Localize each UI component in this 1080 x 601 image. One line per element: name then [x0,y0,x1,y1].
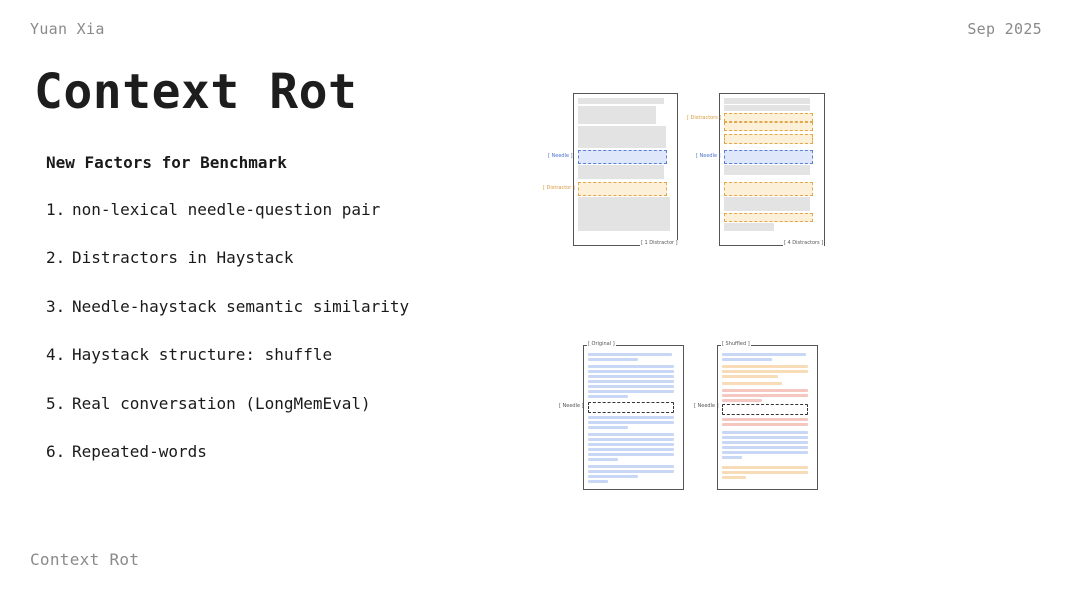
factor-list: 1. non-lexical needle-question pair 2. Dis… [46,200,409,490]
item-number: 3. [46,296,66,316]
list-item: 1. non-lexical needle-question pair [46,200,409,248]
needle-tag: [ Needle ] [694,403,719,409]
item-text: Distractors in Haystack [72,248,294,268]
distractor-block [724,134,813,144]
needle-tag: [ Needle ] [696,153,721,159]
distractor-block [724,122,813,131]
list-item: 6. Repeated-words [46,442,409,490]
shuffled-haystack-page [717,345,818,490]
item-text: Real conversation (LongMemEval) [72,393,371,413]
needle-tag: [ Needle ] [548,153,573,159]
item-number: 2. [46,248,66,268]
section-subtitle: New Factors for Benchmark [46,153,287,172]
list-item: 3. Needle-haystack semantic similarity [46,297,409,345]
figure-caption: [ Shuffled ] [721,341,751,347]
needle-tag: [ Needle ] [559,403,584,409]
figure-caption: [ 4 Distractors ] [783,240,825,246]
haystack-page-four-distractors [719,93,825,246]
distractor-block [724,182,813,196]
item-number: 5. [46,393,66,413]
slide-title: Context Rot [34,64,358,120]
needle-block [588,402,674,413]
distractor-tag: [ Distractor ] [543,185,575,191]
item-text: Repeated-words [72,441,207,461]
figure-caption: [ Original ] [587,341,616,347]
item-number: 1. [46,200,66,219]
needle-block [578,150,667,164]
item-text: Needle-haystack semantic similarity [72,296,410,316]
list-item: 4. Haystack structure: shuffle [46,345,409,393]
distractor-block [724,213,813,222]
slide-footer: Context Rot [30,550,140,569]
author-name: Yuan Xia [30,20,105,38]
item-number: 6. [46,441,66,461]
item-number: 4. [46,345,66,365]
distractor-block [578,182,667,196]
needle-block [722,404,808,415]
item-text: Haystack structure: shuffle [72,345,333,365]
figure-caption: [ 1 Distractor ] [640,240,679,246]
distractors-tag: [ Distractors ] [687,115,722,121]
distractor-block [724,113,813,122]
original-haystack-page [583,345,684,490]
slide-date: Sep 2025 [967,20,1042,38]
haystack-page-one-distractor [573,93,678,246]
list-item: 5. Real conversation (LongMemEval) [46,394,409,442]
list-item: 2. Distractors in Haystack [46,248,409,296]
item-text: non-lexical needle-question pair [72,200,381,219]
needle-block [724,150,813,164]
